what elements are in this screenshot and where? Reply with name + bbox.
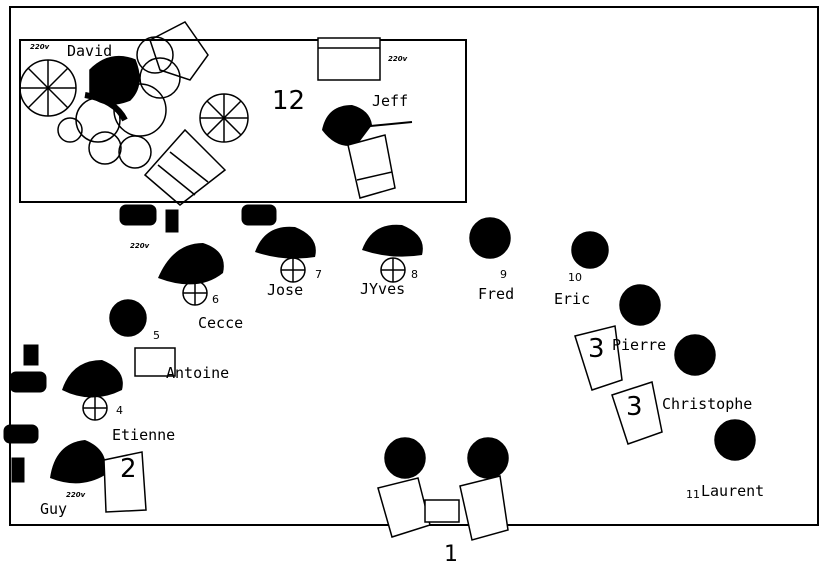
musician-jeff-figure	[322, 105, 413, 199]
musician-name: JYves	[360, 280, 406, 298]
entrance-number: 1	[444, 542, 458, 567]
musician-number: 7	[315, 268, 322, 281]
musician-number: 9	[500, 268, 507, 281]
equipment-tag: 220v	[388, 55, 408, 63]
singer-heads	[109, 217, 756, 479]
musician-name: Guy	[40, 500, 68, 518]
equipment-tag: 220v	[130, 242, 150, 250]
console-label: 3	[626, 392, 643, 422]
musician-number: 5	[153, 329, 160, 342]
musician-name: Jeff	[372, 92, 409, 110]
musician-name: David	[67, 42, 113, 60]
console-label: 2	[120, 454, 137, 484]
room-number: 12	[272, 86, 306, 116]
musician-number: 6	[212, 293, 219, 306]
musician-name: Cecce	[198, 314, 244, 332]
musician-number: 8	[411, 268, 418, 281]
booth-outline	[19, 39, 467, 203]
musician-name: Christophe	[662, 395, 753, 413]
musician-name: Pierre	[612, 336, 667, 354]
musician-number: 4	[116, 404, 123, 417]
musician-figures	[50, 224, 423, 484]
amplifier-icon	[317, 37, 381, 81]
side-amplifiers-icon	[3, 204, 277, 483]
musician-name: Fred	[478, 285, 515, 303]
musician-name: Etienne	[112, 426, 176, 444]
musician-name: Antoine	[166, 364, 230, 382]
equipment-tag: 220v	[66, 491, 86, 499]
musician-name: Laurent	[701, 482, 765, 500]
consoles	[103, 325, 663, 541]
musician-name: Jose	[267, 281, 304, 299]
musician-name: Eric	[554, 290, 591, 308]
console-label: 3	[588, 334, 605, 364]
equipment-tag: 220v	[30, 43, 50, 51]
drum-kit-icon	[19, 21, 249, 206]
musician-number: 11	[686, 488, 700, 501]
musician-number: 10	[568, 271, 582, 284]
wheels-icon	[82, 257, 406, 421]
